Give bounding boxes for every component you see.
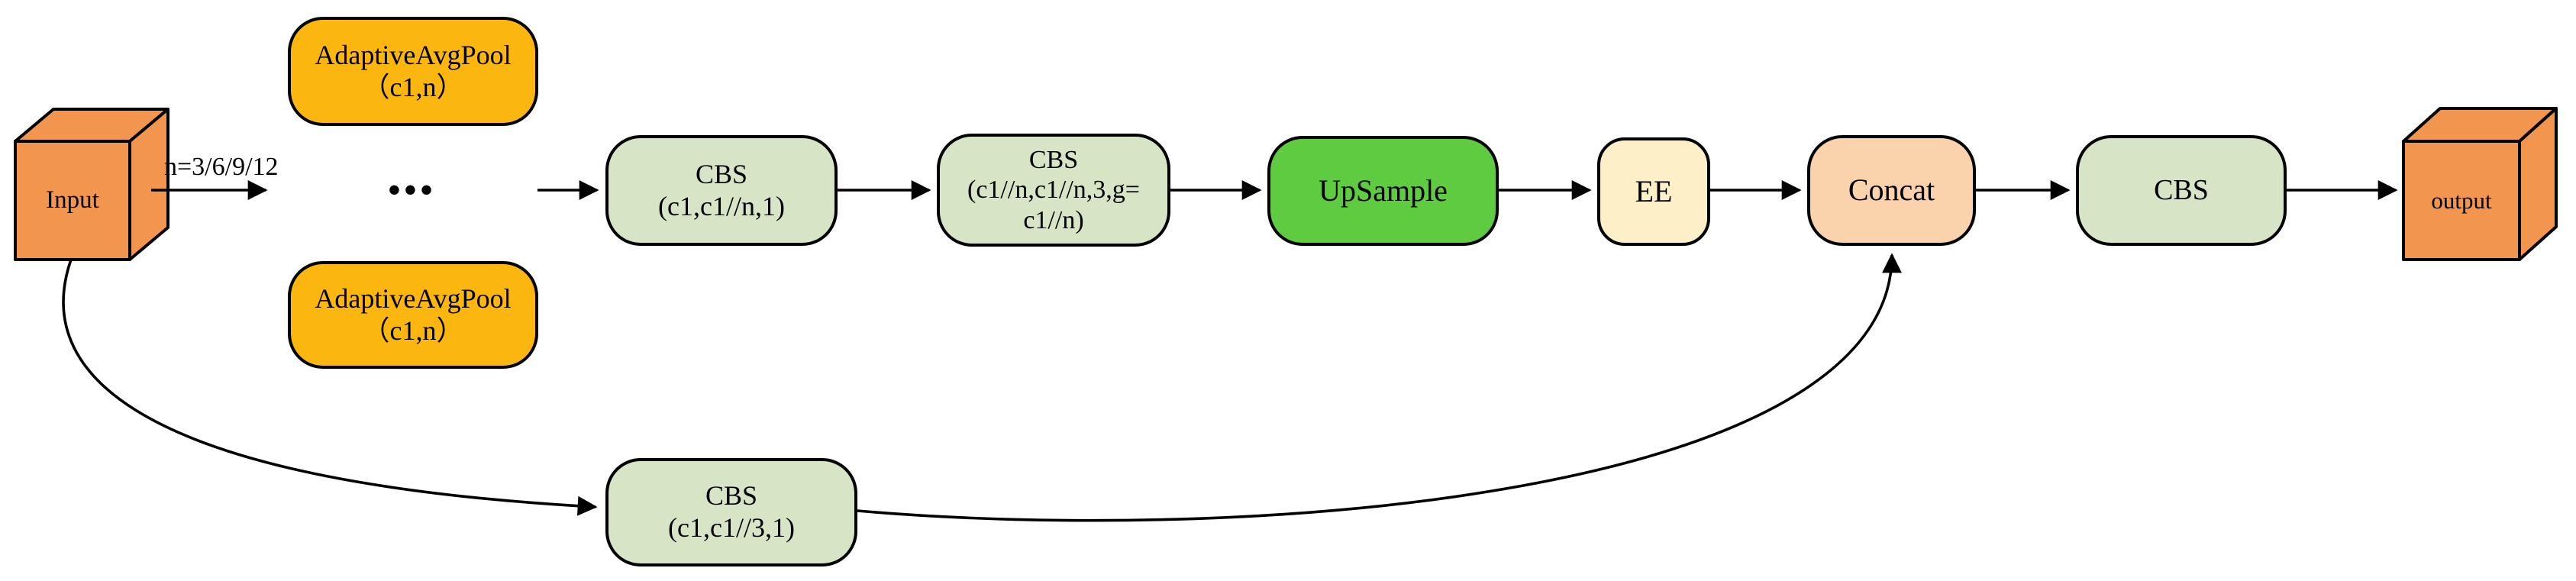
node-cbs2: CBS (c1//n,c1//n,3,g= c1//n): [937, 134, 1170, 247]
ellipsis-icon: •••: [388, 170, 437, 209]
input-cube-label: Input: [46, 186, 99, 214]
output-cube-label: output: [2431, 186, 2492, 214]
n-values-label: n=3/6/9/12: [164, 153, 279, 181]
input-cube-front-face: [14, 140, 131, 261]
node-upsample: UpSample: [1267, 136, 1499, 246]
output-cube-front-face: [2402, 140, 2521, 261]
node-concat: Concat: [1807, 135, 1976, 246]
node-cbs1: CBS (c1,c1//n,1): [605, 135, 838, 246]
node-adaptiveavgpool-bottom: AdaptiveAvgPool （c1,n）: [288, 261, 538, 369]
node-cbs-output: CBS: [2076, 135, 2287, 246]
curve-input-to-cbsskip: [62, 259, 598, 516]
input-cube-shape: [14, 108, 169, 261]
node-adaptiveavgpool-top: AdaptiveAvgPool （c1,n）: [288, 17, 538, 126]
output-cube-shape: [2402, 107, 2558, 261]
node-cbs-skip: CBS (c1,c1//3,1): [605, 458, 857, 566]
curve-cbsskip-to-concat: [857, 253, 1902, 522]
node-ee: EE: [1597, 137, 1710, 246]
